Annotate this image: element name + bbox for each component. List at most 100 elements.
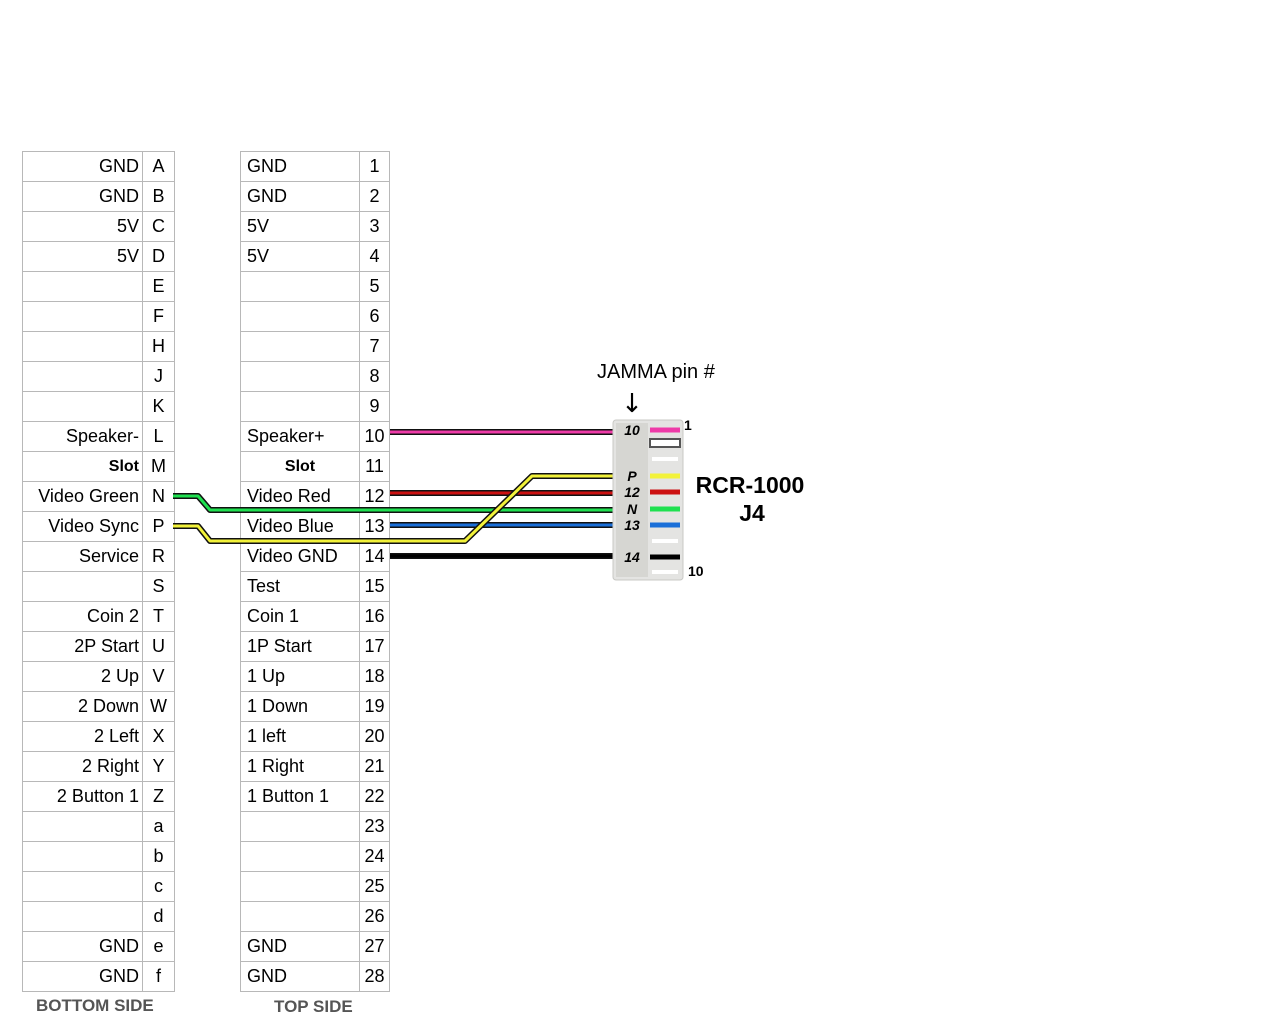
bottom-side-label: BOTTOM SIDE bbox=[36, 996, 154, 1015]
bottom-side-signal: 2 Button 1 bbox=[22, 781, 143, 812]
connector-slot-empty bbox=[652, 457, 678, 461]
top-side-row: 24 bbox=[240, 841, 390, 872]
bottom-side-pin: S bbox=[142, 571, 175, 602]
bottom-side-pin: F bbox=[142, 301, 175, 332]
bottom-side-pin: R bbox=[142, 541, 175, 572]
bottom-side-pin: B bbox=[142, 181, 175, 212]
bottom-side-signal: Video Green bbox=[22, 481, 143, 512]
bottom-side-signal: Service bbox=[22, 541, 143, 572]
top-side-signal: 1 Right bbox=[240, 751, 360, 782]
bottom-side-signal bbox=[22, 871, 143, 902]
top-side-signal bbox=[240, 361, 360, 392]
top-side-signal bbox=[240, 331, 360, 362]
top-side-pin: 27 bbox=[359, 931, 390, 962]
top-side-row: 6 bbox=[240, 301, 390, 332]
top-side-pin: 19 bbox=[359, 691, 390, 722]
top-side-signal: GND bbox=[240, 931, 360, 962]
connector-pin-number: 13 bbox=[624, 517, 640, 533]
bottom-side-signal bbox=[22, 901, 143, 932]
connector-slot bbox=[650, 489, 680, 495]
connector-slot bbox=[650, 506, 680, 512]
top-side-pin: 26 bbox=[359, 901, 390, 932]
top-side-signal: 5V bbox=[240, 211, 360, 242]
connector-first-pin: 1 bbox=[684, 417, 692, 433]
bottom-side-pin: E bbox=[142, 271, 175, 302]
connector-slot bbox=[650, 427, 680, 433]
bottom-side-pin: A bbox=[142, 151, 175, 182]
down-arrow-icon: ↓ bbox=[621, 389, 643, 419]
top-side-pin: 22 bbox=[359, 781, 390, 812]
bottom-side-row: Speaker-L bbox=[22, 421, 175, 452]
bottom-side-pin: Y bbox=[142, 751, 175, 782]
bottom-side-pin: C bbox=[142, 211, 175, 242]
top-side-pin: 24 bbox=[359, 841, 390, 872]
bottom-side-pin: b bbox=[142, 841, 175, 872]
bottom-side-row: S bbox=[22, 571, 175, 602]
top-side-row: 23 bbox=[240, 811, 390, 842]
connector-pin-number: 14 bbox=[624, 549, 640, 565]
bottom-side-signal bbox=[22, 361, 143, 392]
bottom-side-pin: e bbox=[142, 931, 175, 962]
bottom-side-row: E bbox=[22, 271, 175, 302]
top-side-pin: 23 bbox=[359, 811, 390, 842]
wire-video-green-outline bbox=[173, 493, 618, 513]
bottom-side-signal: Coin 2 bbox=[22, 601, 143, 632]
top-side-pin: 21 bbox=[359, 751, 390, 782]
top-side-row: 7 bbox=[240, 331, 390, 362]
jamma-pin-label: JAMMA pin # bbox=[597, 361, 715, 383]
bottom-side-pin: a bbox=[142, 811, 175, 842]
bottom-side-pin: U bbox=[142, 631, 175, 662]
bottom-side-signal: 2 Right bbox=[22, 751, 143, 782]
connector-label-strip bbox=[616, 423, 648, 577]
top-side-pin: 14 bbox=[359, 541, 390, 572]
connector-slot-empty bbox=[652, 570, 678, 574]
connector-slot bbox=[650, 522, 680, 528]
bottom-side-signal: 2 Down bbox=[22, 691, 143, 722]
top-side-pin: 25 bbox=[359, 871, 390, 902]
top-side-signal: Coin 1 bbox=[240, 601, 360, 632]
wire-video-green bbox=[173, 494, 618, 512]
bottom-side-row: J bbox=[22, 361, 175, 392]
bottom-side-pin: M bbox=[142, 451, 175, 482]
top-side-row: 26 bbox=[240, 901, 390, 932]
top-side-label: TOP SIDE bbox=[274, 997, 353, 1016]
bottom-side-signal: GND bbox=[22, 151, 143, 182]
bottom-side-row: b bbox=[22, 841, 175, 872]
connector-title: RCR-1000 bbox=[695, 472, 805, 498]
top-side-row: 9 bbox=[240, 391, 390, 422]
top-side-pin: 15 bbox=[359, 571, 390, 602]
wire-video-sync bbox=[173, 474, 618, 543]
top-side-pin: 18 bbox=[359, 661, 390, 692]
connector-subtitle: J4 bbox=[739, 500, 765, 526]
bottom-side-pin: d bbox=[142, 901, 175, 932]
top-side-pin: 16 bbox=[359, 601, 390, 632]
connector-pin-number: P bbox=[627, 468, 637, 484]
bottom-side-pin: f bbox=[142, 961, 175, 992]
bottom-side-pin: c bbox=[142, 871, 175, 902]
bottom-side-row: a bbox=[22, 811, 175, 842]
top-side-row: 8 bbox=[240, 361, 390, 392]
top-side-pin: 9 bbox=[359, 391, 390, 422]
top-side-pin: 28 bbox=[359, 961, 390, 992]
top-side-signal bbox=[240, 901, 360, 932]
top-side-row: Speaker+10 bbox=[240, 421, 390, 452]
